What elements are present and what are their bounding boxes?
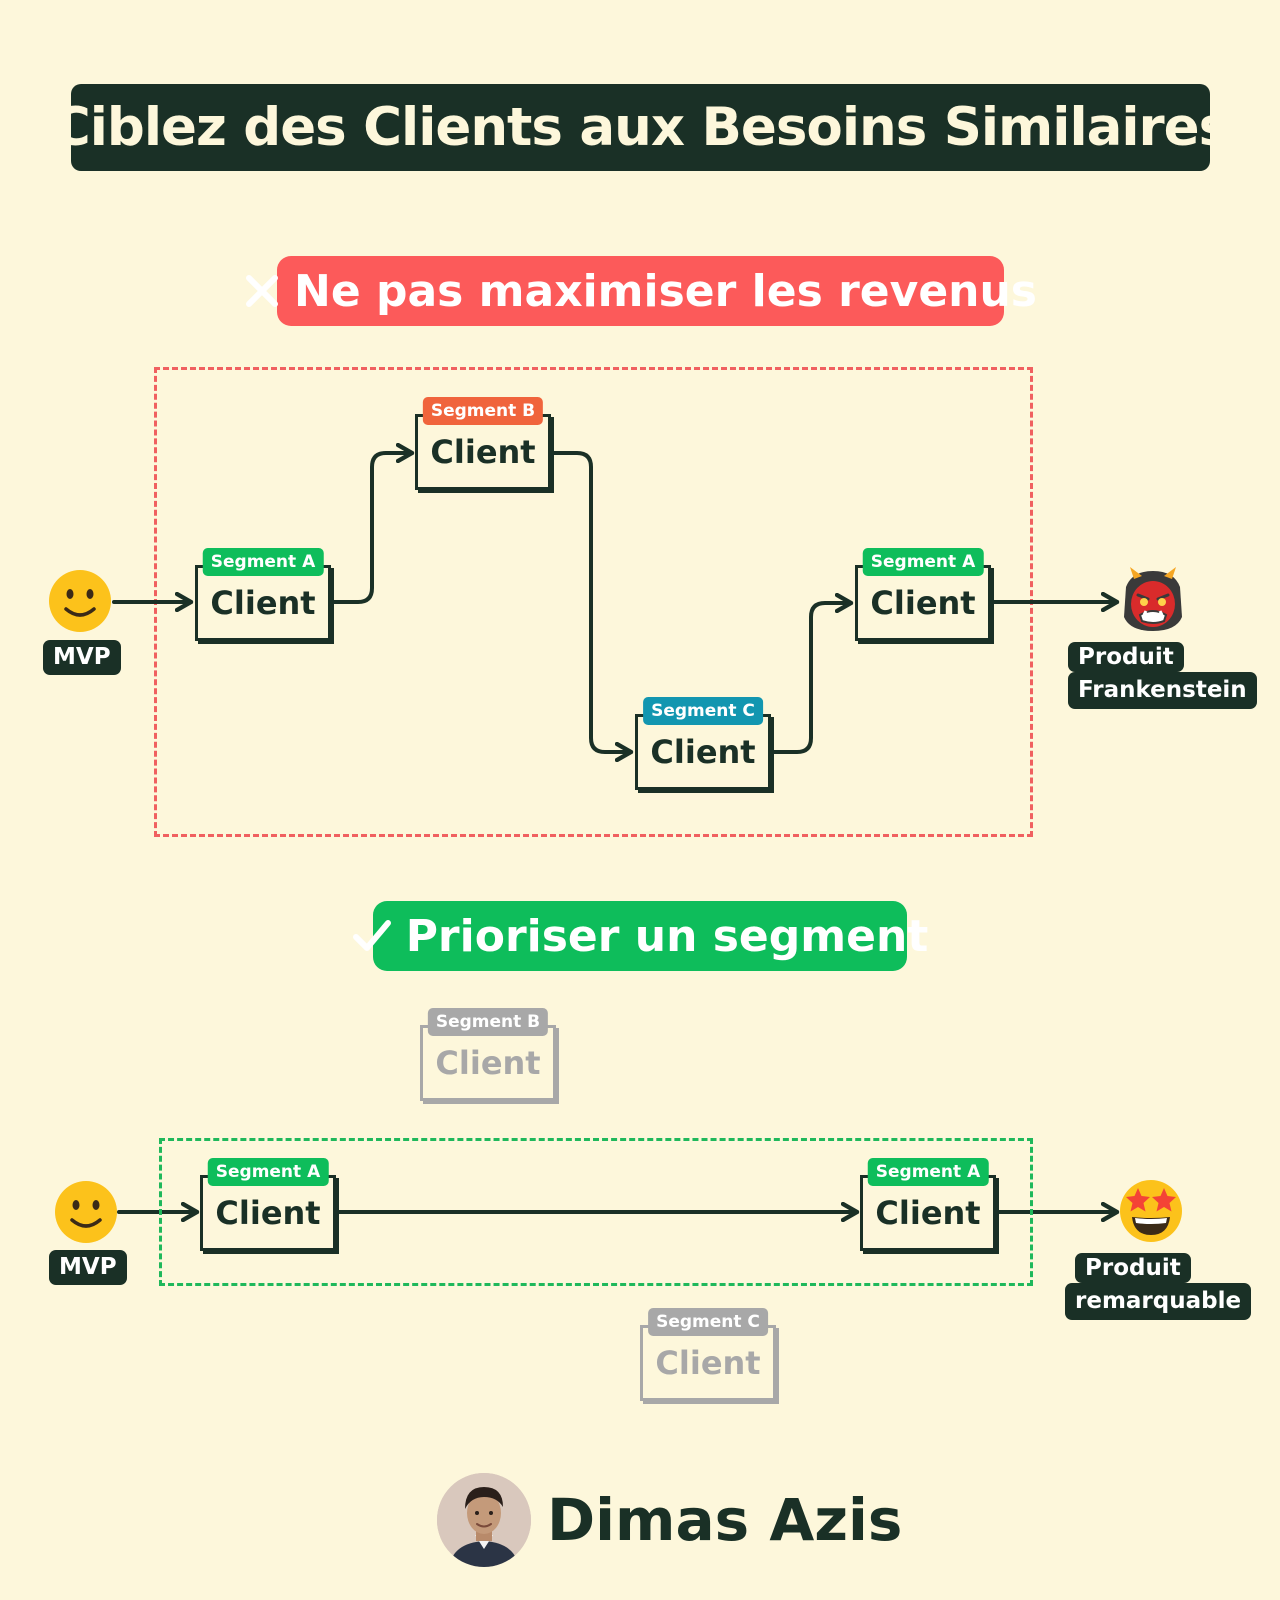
segment-tag: Segment C	[643, 697, 763, 725]
remarkable-label: Produit	[1075, 1253, 1191, 1284]
client-label: Client	[875, 1194, 981, 1232]
frankenstein-label: Produit	[1068, 642, 1184, 672]
mvp-label: MVP	[49, 1250, 127, 1285]
client-label: Client	[215, 1194, 321, 1232]
bad-approach-heading: Ne pas maximiser les revenus	[246, 256, 1037, 326]
frankenstein-label-line2: Frankenstein	[1068, 672, 1257, 709]
client-label: Client	[210, 584, 316, 622]
smiling-face-icon	[49, 570, 111, 632]
good-approach-frame	[159, 1138, 1033, 1286]
client-node-segment-c: Segment C Client	[635, 697, 771, 790]
client-label: Client	[650, 733, 756, 771]
bad-approach-heading-text: Ne pas maximiser les revenus	[294, 265, 1037, 317]
author-name: Dimas Azis	[547, 1486, 903, 1554]
ogre-face-icon	[1124, 567, 1182, 631]
cross-icon	[244, 273, 280, 309]
client-label: Client	[430, 433, 536, 471]
client-node-excluded-segment-b: Segment B Client	[420, 1008, 556, 1101]
frankenstein-label-line1: Produit	[1068, 642, 1184, 672]
good-approach-heading-text: Prioriser un segment	[405, 910, 929, 962]
segment-tag: Segment A	[867, 1158, 989, 1186]
client-node-segment-b: Segment B Client	[415, 397, 551, 490]
arrow-b-to-c	[551, 451, 631, 752]
segment-tag: Segment A	[207, 1158, 329, 1186]
smiling-face-icon	[55, 1181, 117, 1243]
star-struck-face-icon	[1120, 1180, 1182, 1242]
client-node-segment-a-2: Segment A Client	[860, 1158, 996, 1251]
client-label: Client	[435, 1044, 541, 1082]
page-title: Ciblez des Clients aux Besoins Similaire…	[52, 84, 1230, 171]
arrow-c-to-a2	[771, 603, 851, 754]
check-icon	[352, 918, 392, 954]
segment-tag: Segment A	[862, 548, 984, 576]
good-approach-heading: Prioriser un segment	[352, 901, 928, 971]
mvp-label: MVP	[43, 640, 121, 675]
client-node-segment-a: Segment A Client	[200, 1158, 336, 1251]
remarkable-label-line2: remarquable	[1065, 1283, 1252, 1320]
arrow-a-to-b	[332, 453, 412, 604]
client-node-segment-a: Segment A Client	[195, 548, 331, 641]
client-node-segment-a-2: Segment A Client	[855, 548, 991, 641]
client-node-excluded-segment-c: Segment C Client	[640, 1308, 776, 1401]
segment-tag: Segment A	[202, 548, 324, 576]
segment-tag: Segment C	[648, 1308, 768, 1336]
author-avatar	[437, 1473, 531, 1567]
segment-tag: Segment B	[427, 1008, 549, 1036]
client-label: Client	[655, 1344, 761, 1382]
client-label: Client	[870, 584, 976, 622]
remarkable-label-line1: Produit	[1075, 1253, 1191, 1283]
segment-tag: Segment B	[422, 397, 544, 425]
